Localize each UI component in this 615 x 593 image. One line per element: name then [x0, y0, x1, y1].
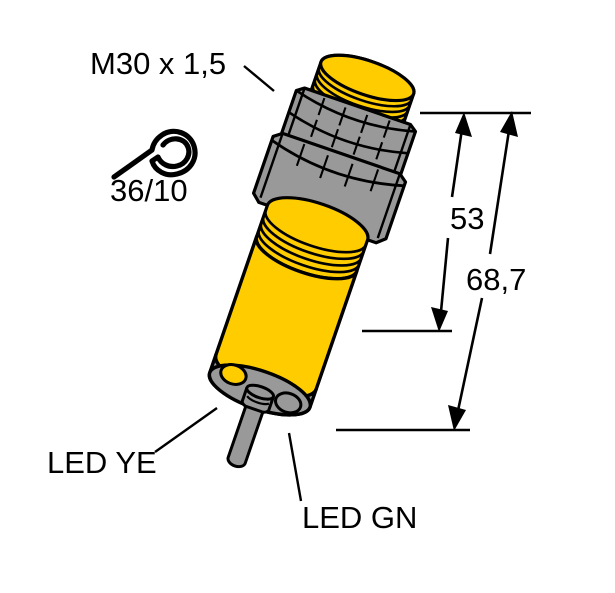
dimension-arrow-53 [438, 121, 465, 323]
arrowhead-687-bottom [448, 405, 466, 431]
label-led-green: LED GN [302, 500, 417, 535]
label-dimension-68-7: 68,7 [466, 262, 526, 297]
arrowhead-687-top [500, 111, 518, 137]
led-green-indicator [274, 391, 303, 415]
cable-outlet [226, 383, 276, 469]
arrowhead-53-top [455, 112, 472, 137]
hex-nut-lower [251, 131, 408, 245]
leader-led-gn [287, 432, 303, 502]
label-dimension-53: 53 [450, 201, 484, 236]
dimension-arrow-687 [454, 123, 512, 421]
lower-thread-section [254, 196, 370, 281]
leader-lines [154, 65, 303, 502]
label-thread-spec: M30 x 1,5 [90, 46, 226, 81]
sensor-assembly [207, 53, 418, 469]
wrench-icon [111, 128, 198, 180]
leader-led-ye [154, 407, 218, 453]
extension-lines [336, 111, 531, 432]
label-led-yellow: LED YE [47, 445, 157, 480]
hex-facet-lines-upper [317, 97, 391, 138]
leader-m30 [243, 65, 275, 92]
led-yellow-indicator [219, 363, 248, 386]
arrowhead-53-bottom [431, 307, 448, 332]
hex-facet-lines-lower [295, 143, 380, 192]
cable-stub [226, 404, 265, 469]
label-wrench-size: 36/10 [110, 173, 188, 208]
dimension-lines [336, 111, 531, 432]
hex-nut-upper [278, 86, 418, 183]
hex-facet-lines-upper-2 [310, 119, 384, 160]
